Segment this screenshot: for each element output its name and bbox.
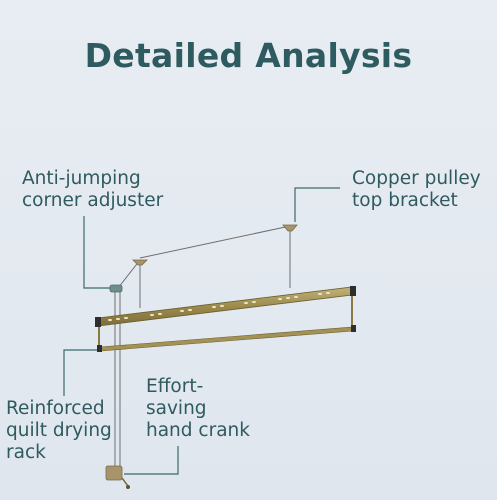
leader-line-hand-crank (124, 446, 179, 475)
lower-end-cap-left (97, 345, 102, 352)
leader-line-anti-jumping (83, 216, 112, 289)
lower-end-cap-right (351, 325, 356, 332)
corner-adjuster (109, 284, 123, 293)
top-bracket-left (132, 259, 148, 266)
pulley-brackets (109, 224, 298, 293)
label-effort-saving-hand-crank: Effort- saving hand crank (146, 376, 250, 441)
upper-rod-holes (108, 292, 330, 321)
copper-pulley-bracket (282, 224, 298, 232)
hand-crank-icon (105, 465, 130, 489)
leader-lines (63, 187, 340, 475)
label-reinforced-quilt-drying-rack: Reinforced quilt drying rack (6, 398, 112, 463)
drying-rack-bars (95, 286, 356, 352)
end-cap-right (350, 286, 356, 296)
page-title: Detailed Analysis (84, 36, 413, 75)
leader-line-reinforced-rack (63, 349, 100, 396)
leader-line-copper-pulley (294, 187, 340, 222)
upper-rod (97, 286, 353, 327)
label-anti-jumping-corner-adjuster: Anti-jumping corner adjuster (22, 168, 164, 211)
end-cap-left (95, 317, 101, 327)
lower-rod (99, 326, 354, 352)
label-copper-pulley-top-bracket: Copper pulley top bracket (352, 168, 481, 211)
